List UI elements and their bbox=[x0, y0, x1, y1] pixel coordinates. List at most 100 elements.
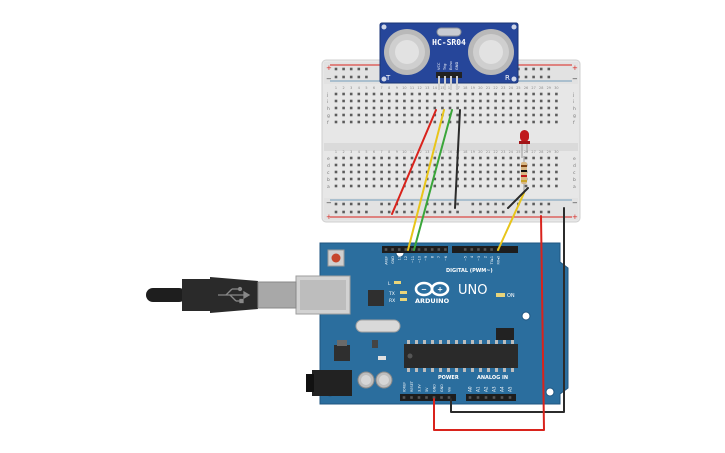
breadboard-hole bbox=[425, 113, 429, 117]
breadboard-hole bbox=[403, 120, 406, 124]
breadboard-hole bbox=[410, 120, 414, 124]
breadboard-hole bbox=[517, 184, 520, 188]
rail-hole bbox=[532, 67, 535, 71]
breadboard-hole bbox=[395, 106, 399, 110]
svg-text:+: + bbox=[326, 64, 332, 72]
breadboard-hole bbox=[517, 177, 520, 181]
breadboard-hole bbox=[342, 170, 345, 174]
breadboard-hole bbox=[372, 184, 376, 188]
rail-hole bbox=[403, 202, 406, 206]
rail-hole bbox=[380, 210, 383, 214]
breadboard-hole bbox=[372, 106, 376, 110]
breadboard-hole bbox=[387, 92, 391, 96]
column-number: 20 bbox=[478, 150, 482, 154]
breadboard-hole bbox=[456, 177, 459, 181]
rail-hole bbox=[524, 210, 528, 214]
breadboard-hole bbox=[425, 163, 429, 167]
breadboard-hole bbox=[395, 99, 399, 103]
breadboard-hole bbox=[395, 170, 399, 174]
rail-hole bbox=[524, 67, 528, 71]
breadboard-hole bbox=[456, 113, 459, 117]
rail-hole bbox=[456, 202, 459, 206]
breadboard-hole bbox=[524, 113, 528, 117]
led-on-label: ON bbox=[507, 293, 515, 299]
red-led bbox=[519, 130, 530, 158]
breadboard-hole bbox=[517, 156, 520, 160]
breadboard-hole bbox=[387, 120, 391, 124]
breadboard-hole bbox=[509, 170, 513, 174]
column-number: 20 bbox=[478, 86, 482, 90]
breadboard-hole bbox=[494, 120, 497, 124]
breadboard-hole bbox=[365, 170, 368, 174]
row-letter: h bbox=[573, 106, 576, 112]
breadboard-hole bbox=[387, 177, 391, 181]
breadboard-hole bbox=[342, 99, 345, 103]
breadboard-hole bbox=[479, 120, 482, 124]
column-number: 29 bbox=[547, 86, 551, 90]
analog-pin-label: A1 bbox=[475, 386, 480, 392]
rail-hole bbox=[539, 67, 543, 71]
breadboard-hole bbox=[463, 170, 467, 174]
breadboard-hole bbox=[539, 92, 543, 96]
breadboard-hole bbox=[357, 92, 361, 96]
breadboard-hole bbox=[372, 177, 376, 181]
breadboard-hole bbox=[357, 113, 361, 117]
rail-hole bbox=[342, 75, 345, 79]
breadboard-hole bbox=[403, 113, 406, 117]
digital-pin-label: 13 bbox=[398, 256, 402, 260]
column-number: 19 bbox=[471, 150, 475, 154]
breadboard-hole bbox=[334, 163, 338, 167]
breadboard-hole bbox=[349, 92, 353, 96]
row-letter: i bbox=[573, 99, 574, 105]
breadboard-hole bbox=[334, 184, 338, 188]
breadboard-hole bbox=[387, 163, 391, 167]
breadboard-hole bbox=[532, 163, 535, 167]
breadboard-hole bbox=[555, 120, 558, 124]
wires bbox=[391, 109, 565, 431]
breadboard-hole bbox=[486, 184, 490, 188]
breadboard-hole bbox=[486, 99, 490, 103]
breadboard-hole bbox=[418, 92, 421, 96]
power-header-label: POWER bbox=[438, 375, 459, 381]
row-letter: b bbox=[327, 177, 330, 183]
breadboard-hole bbox=[509, 92, 513, 96]
breadboard-hole bbox=[372, 92, 376, 96]
breadboard-hole bbox=[539, 120, 543, 124]
column-number: 9 bbox=[396, 150, 398, 154]
column-number: 15 bbox=[440, 86, 444, 90]
breadboard-hole bbox=[479, 184, 482, 188]
breadboard-hole bbox=[471, 113, 475, 117]
column-number: 26 bbox=[524, 86, 528, 90]
svg-text:−: − bbox=[326, 199, 332, 207]
rail-hole bbox=[349, 67, 353, 71]
column-number: 10 bbox=[402, 86, 406, 90]
breadboard-hole bbox=[365, 106, 368, 110]
breadboard-hole bbox=[486, 177, 490, 181]
breadboard-hole bbox=[380, 106, 383, 110]
rail-hole bbox=[433, 202, 437, 206]
breadboard-hole bbox=[501, 163, 505, 167]
breadboard-hole bbox=[334, 106, 338, 110]
breadboard-hole bbox=[463, 177, 467, 181]
breadboard-hole bbox=[524, 92, 528, 96]
analog-pin-label: A2 bbox=[483, 386, 488, 392]
breadboard-hole bbox=[357, 156, 361, 160]
breadboard-hole bbox=[463, 156, 467, 160]
breadboard-hole bbox=[357, 106, 361, 110]
breadboard-hole bbox=[509, 177, 513, 181]
breadboard-hole bbox=[509, 106, 513, 110]
column-number: 5 bbox=[365, 86, 367, 90]
breadboard-hole bbox=[387, 99, 391, 103]
wire-trig-yellow bbox=[407, 109, 445, 251]
breadboard-hole bbox=[501, 113, 505, 117]
digital-header-label: DIGITAL (PWM~) bbox=[446, 268, 493, 274]
power-pin-label: IOREF bbox=[402, 382, 406, 392]
breadboard-hole bbox=[532, 177, 535, 181]
breadboard-hole bbox=[418, 184, 421, 188]
digital-pin-label: 4 bbox=[470, 256, 474, 258]
rail-hole bbox=[441, 202, 444, 206]
rail-hole bbox=[532, 202, 535, 206]
column-number: 19 bbox=[471, 86, 475, 90]
breadboard-hole bbox=[555, 113, 558, 117]
